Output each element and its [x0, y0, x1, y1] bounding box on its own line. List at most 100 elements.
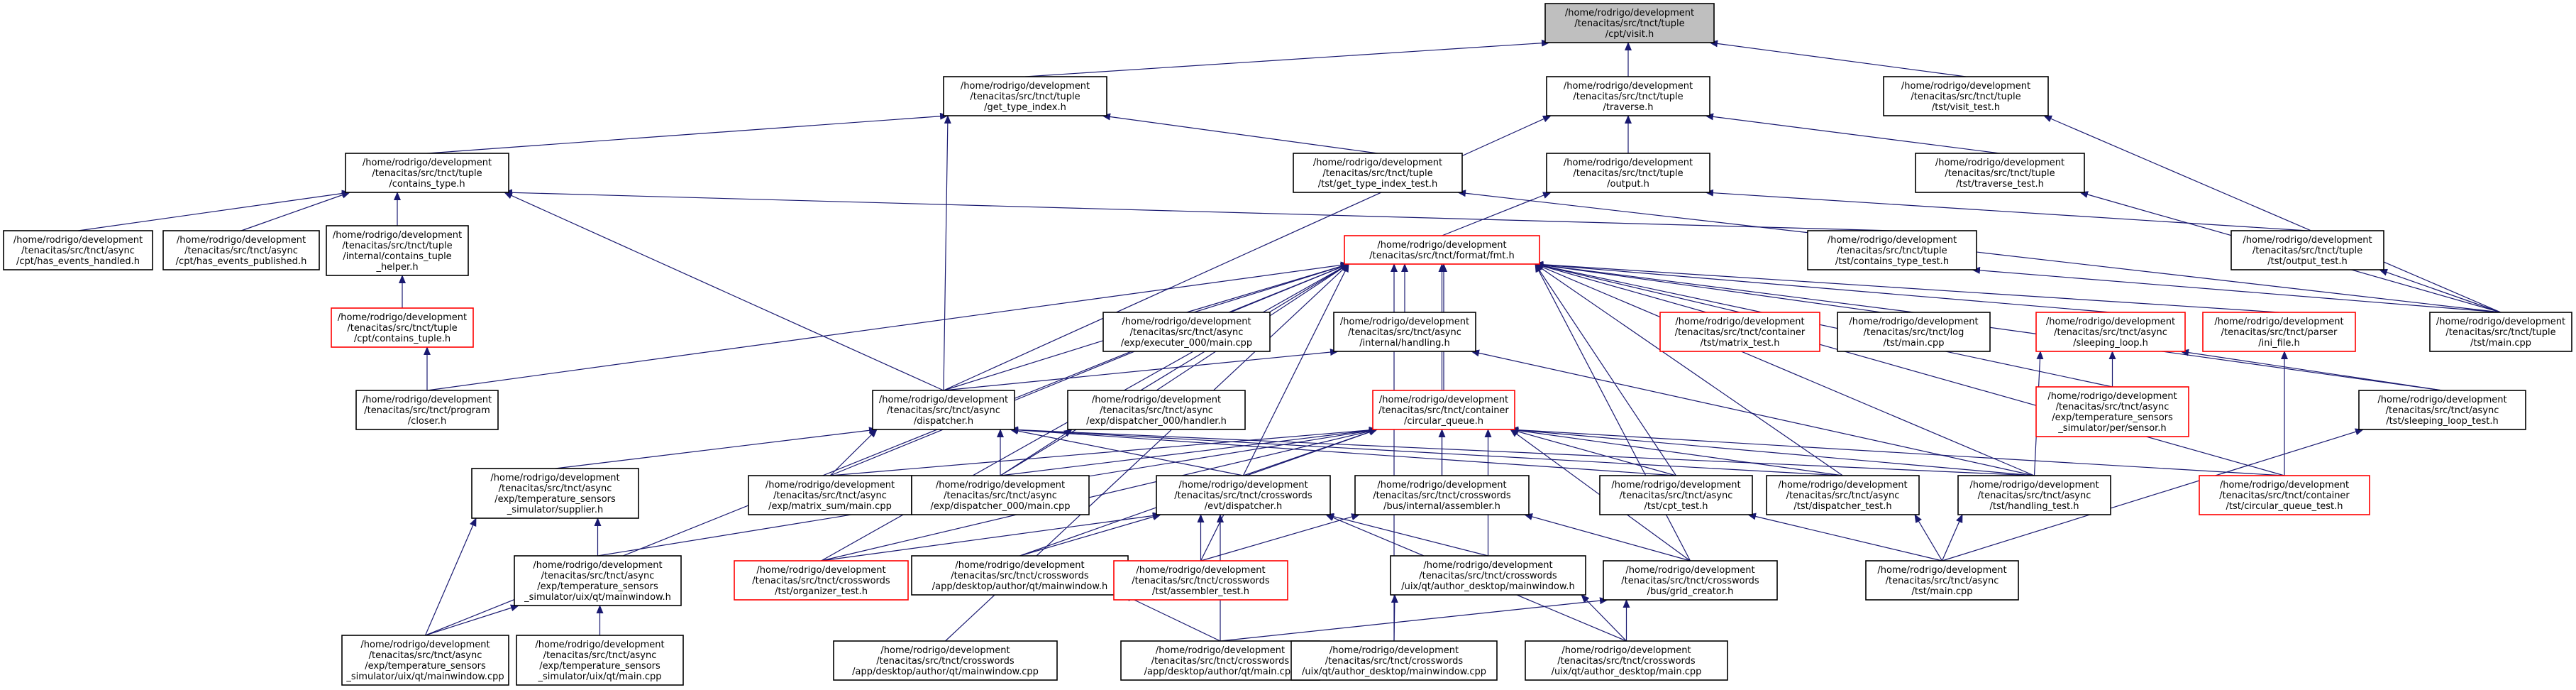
graph-node-cw-app-main-cpp[interactable]: /home/rodrigo/development/tenacitas/src/…: [1120, 640, 1320, 681]
graph-node-executer-main[interactable]: /home/rodrigo/development/tenacitas/src/…: [1102, 312, 1271, 352]
graph-node-ts-mainwindow-h[interactable]: /home/rodrigo/development/tenacitas/src/…: [514, 555, 682, 606]
node-box[interactable]: [833, 640, 1058, 681]
graph-node-sensor[interactable]: /home/rodrigo/development/tenacitas/src/…: [2035, 386, 2189, 437]
graph-node-organizer-test[interactable]: /home/rodrigo/development/tenacitas/src/…: [734, 560, 909, 601]
graph-node-traverse-test[interactable]: /home/rodrigo/development/tenacitas/src/…: [1915, 153, 2085, 193]
node-box[interactable]: [1807, 230, 1977, 270]
node-box[interactable]: [1290, 640, 1498, 681]
node-box[interactable]: [341, 635, 509, 686]
node-box[interactable]: [1293, 153, 1463, 193]
node-box[interactable]: [345, 153, 509, 193]
graph-node-get-type-index[interactable]: /home/rodrigo/development/tenacitas/src/…: [943, 76, 1107, 116]
node-box[interactable]: [1067, 390, 1246, 430]
graph-node-sleeping-loop[interactable]: /home/rodrigo/development/tenacitas/src/…: [2035, 312, 2186, 352]
node-box[interactable]: [471, 468, 639, 519]
graph-node-cw-app-mainwindow-cpp[interactable]: /home/rodrigo/development/tenacitas/src/…: [833, 640, 1058, 681]
node-box[interactable]: [1603, 560, 1778, 601]
node-box[interactable]: [1599, 475, 1753, 515]
graph-node-ts-mainwindow-cpp[interactable]: /home/rodrigo/development/tenacitas/src/…: [341, 635, 509, 686]
node-box[interactable]: [2199, 475, 2370, 515]
graph-node-contains-tuple[interactable]: /home/rodrigo/development/tenacitas/src/…: [331, 307, 474, 348]
node-box[interactable]: [1102, 312, 1271, 352]
graph-node-matrix-test[interactable]: /home/rodrigo/development/tenacitas/src/…: [1659, 312, 1820, 352]
graph-node-ts-main-cpp[interactable]: /home/rodrigo/development/tenacitas/src/…: [516, 635, 684, 686]
graph-node-matrix-sum-main[interactable]: /home/rodrigo/development/tenacitas/src/…: [748, 475, 912, 515]
graph-node-visit-test[interactable]: /home/rodrigo/development/tenacitas/src/…: [1883, 76, 2049, 116]
graph-node-fmt[interactable]: /home/rodrigo/development/tenacitas/src/…: [1344, 235, 1540, 265]
graph-node-contains-type-test[interactable]: /home/rodrigo/development/tenacitas/src/…: [1807, 230, 1977, 270]
node-box[interactable]: [2035, 312, 2186, 352]
node-box[interactable]: [1544, 3, 1715, 43]
node-box[interactable]: [1883, 76, 2049, 116]
graph-node-tuple-main[interactable]: /home/rodrigo/development/tenacitas/src/…: [2429, 312, 2572, 352]
node-box[interactable]: [355, 390, 499, 430]
graph-node-dispatcher-main[interactable]: /home/rodrigo/development/tenacitas/src/…: [911, 475, 1090, 515]
node-box[interactable]: [1120, 640, 1320, 681]
graph-node-circular-queue-test[interactable]: /home/rodrigo/development/tenacitas/src/…: [2199, 475, 2370, 515]
graph-node-assembler-test[interactable]: /home/rodrigo/development/tenacitas/src/…: [1113, 560, 1288, 601]
edge-get-type-index-test-to-get-type-index: [1102, 113, 1378, 154]
graph-node-visit[interactable]: /home/rodrigo/development/tenacitas/src/…: [1544, 3, 1715, 43]
node-box[interactable]: [516, 635, 684, 686]
graph-node-evt-dispatcher[interactable]: /home/rodrigo/development/tenacitas/src/…: [1156, 475, 1331, 515]
graph-node-ini-file[interactable]: /home/rodrigo/development/tenacitas/src/…: [2202, 312, 2356, 352]
graph-node-cw-uix-main-cpp[interactable]: /home/rodrigo/development/tenacitas/src/…: [1525, 640, 1728, 681]
graph-node-cpt-test[interactable]: /home/rodrigo/development/tenacitas/src/…: [1599, 475, 1753, 515]
graph-node-handling[interactable]: /home/rodrigo/development/tenacitas/src/…: [1333, 312, 1476, 352]
node-box[interactable]: [2202, 312, 2356, 352]
node-box[interactable]: [331, 307, 474, 348]
graph-node-cw-uix-mainwindow-h[interactable]: /home/rodrigo/development/tenacitas/src/…: [1390, 555, 1586, 596]
node-box[interactable]: [872, 390, 1015, 430]
node-box[interactable]: [943, 76, 1107, 116]
node-box[interactable]: [1837, 312, 1991, 352]
graph-node-closer[interactable]: /home/rodrigo/development/tenacitas/src/…: [355, 390, 499, 430]
graph-node-assembler[interactable]: /home/rodrigo/development/tenacitas/src/…: [1354, 475, 1530, 515]
graph-node-cw-uix-mainwindow-cpp[interactable]: /home/rodrigo/development/tenacitas/src/…: [1290, 640, 1498, 681]
node-box[interactable]: [1156, 475, 1331, 515]
graph-node-supplier[interactable]: /home/rodrigo/development/tenacitas/src/…: [471, 468, 639, 519]
node-box[interactable]: [1546, 76, 1710, 116]
graph-node-has-events-handled[interactable]: /home/rodrigo/development/tenacitas/src/…: [3, 230, 153, 270]
graph-node-cw-app-mainwindow-h[interactable]: /home/rodrigo/development/tenacitas/src/…: [911, 555, 1129, 596]
graph-node-async-main[interactable]: /home/rodrigo/development/tenacitas/src/…: [1865, 560, 2019, 601]
graph-node-grid-creator[interactable]: /home/rodrigo/development/tenacitas/src/…: [1603, 560, 1778, 601]
graph-node-traverse[interactable]: /home/rodrigo/development/tenacitas/src/…: [1546, 76, 1710, 116]
graph-node-get-type-index-test[interactable]: /home/rodrigo/development/tenacitas/src/…: [1293, 153, 1463, 193]
graph-node-dispatcher-test[interactable]: /home/rodrigo/development/tenacitas/src/…: [1766, 475, 1920, 515]
node-box[interactable]: [1390, 555, 1586, 596]
node-box[interactable]: [326, 225, 469, 276]
node-box[interactable]: [748, 475, 912, 515]
node-box[interactable]: [1354, 475, 1530, 515]
graph-node-output[interactable]: /home/rodrigo/development/tenacitas/src/…: [1546, 153, 1710, 193]
node-box[interactable]: [1915, 153, 2085, 193]
graph-node-contains-tuple-helper[interactable]: /home/rodrigo/development/tenacitas/src/…: [326, 225, 469, 276]
node-box[interactable]: [1525, 640, 1728, 681]
node-box[interactable]: [1113, 560, 1288, 601]
node-box[interactable]: [1333, 312, 1476, 352]
node-box[interactable]: [1372, 390, 1515, 430]
graph-node-dispatcher-handler[interactable]: /home/rodrigo/development/tenacitas/src/…: [1067, 390, 1246, 430]
node-box[interactable]: [162, 230, 320, 270]
node-box[interactable]: [1546, 153, 1710, 193]
graph-node-output-test[interactable]: /home/rodrigo/development/tenacitas/src/…: [2230, 230, 2384, 270]
node-box[interactable]: [1865, 560, 2019, 601]
node-box[interactable]: [734, 560, 909, 601]
graph-node-dispatcher[interactable]: /home/rodrigo/development/tenacitas/src/…: [872, 390, 1015, 430]
node-box[interactable]: [514, 555, 682, 606]
graph-node-circular-queue[interactable]: /home/rodrigo/development/tenacitas/src/…: [1372, 390, 1515, 430]
node-box[interactable]: [2429, 312, 2572, 352]
node-box[interactable]: [911, 475, 1090, 515]
graph-node-sleeping-loop-test[interactable]: /home/rodrigo/development/tenacitas/src/…: [2358, 390, 2526, 430]
graph-node-has-events-published[interactable]: /home/rodrigo/development/tenacitas/src/…: [162, 230, 320, 270]
graph-node-handling-test[interactable]: /home/rodrigo/development/tenacitas/src/…: [1957, 475, 2111, 515]
node-box[interactable]: [2230, 230, 2384, 270]
node-box[interactable]: [1659, 312, 1820, 352]
node-box[interactable]: [1344, 235, 1540, 265]
node-box[interactable]: [3, 230, 153, 270]
node-box[interactable]: [2035, 386, 2189, 437]
graph-node-log-main[interactable]: /home/rodrigo/development/tenacitas/src/…: [1837, 312, 1991, 352]
node-box[interactable]: [2358, 390, 2526, 430]
node-box[interactable]: [1766, 475, 1920, 515]
graph-node-contains-type[interactable]: /home/rodrigo/development/tenacitas/src/…: [345, 153, 509, 193]
node-box[interactable]: [1957, 475, 2111, 515]
